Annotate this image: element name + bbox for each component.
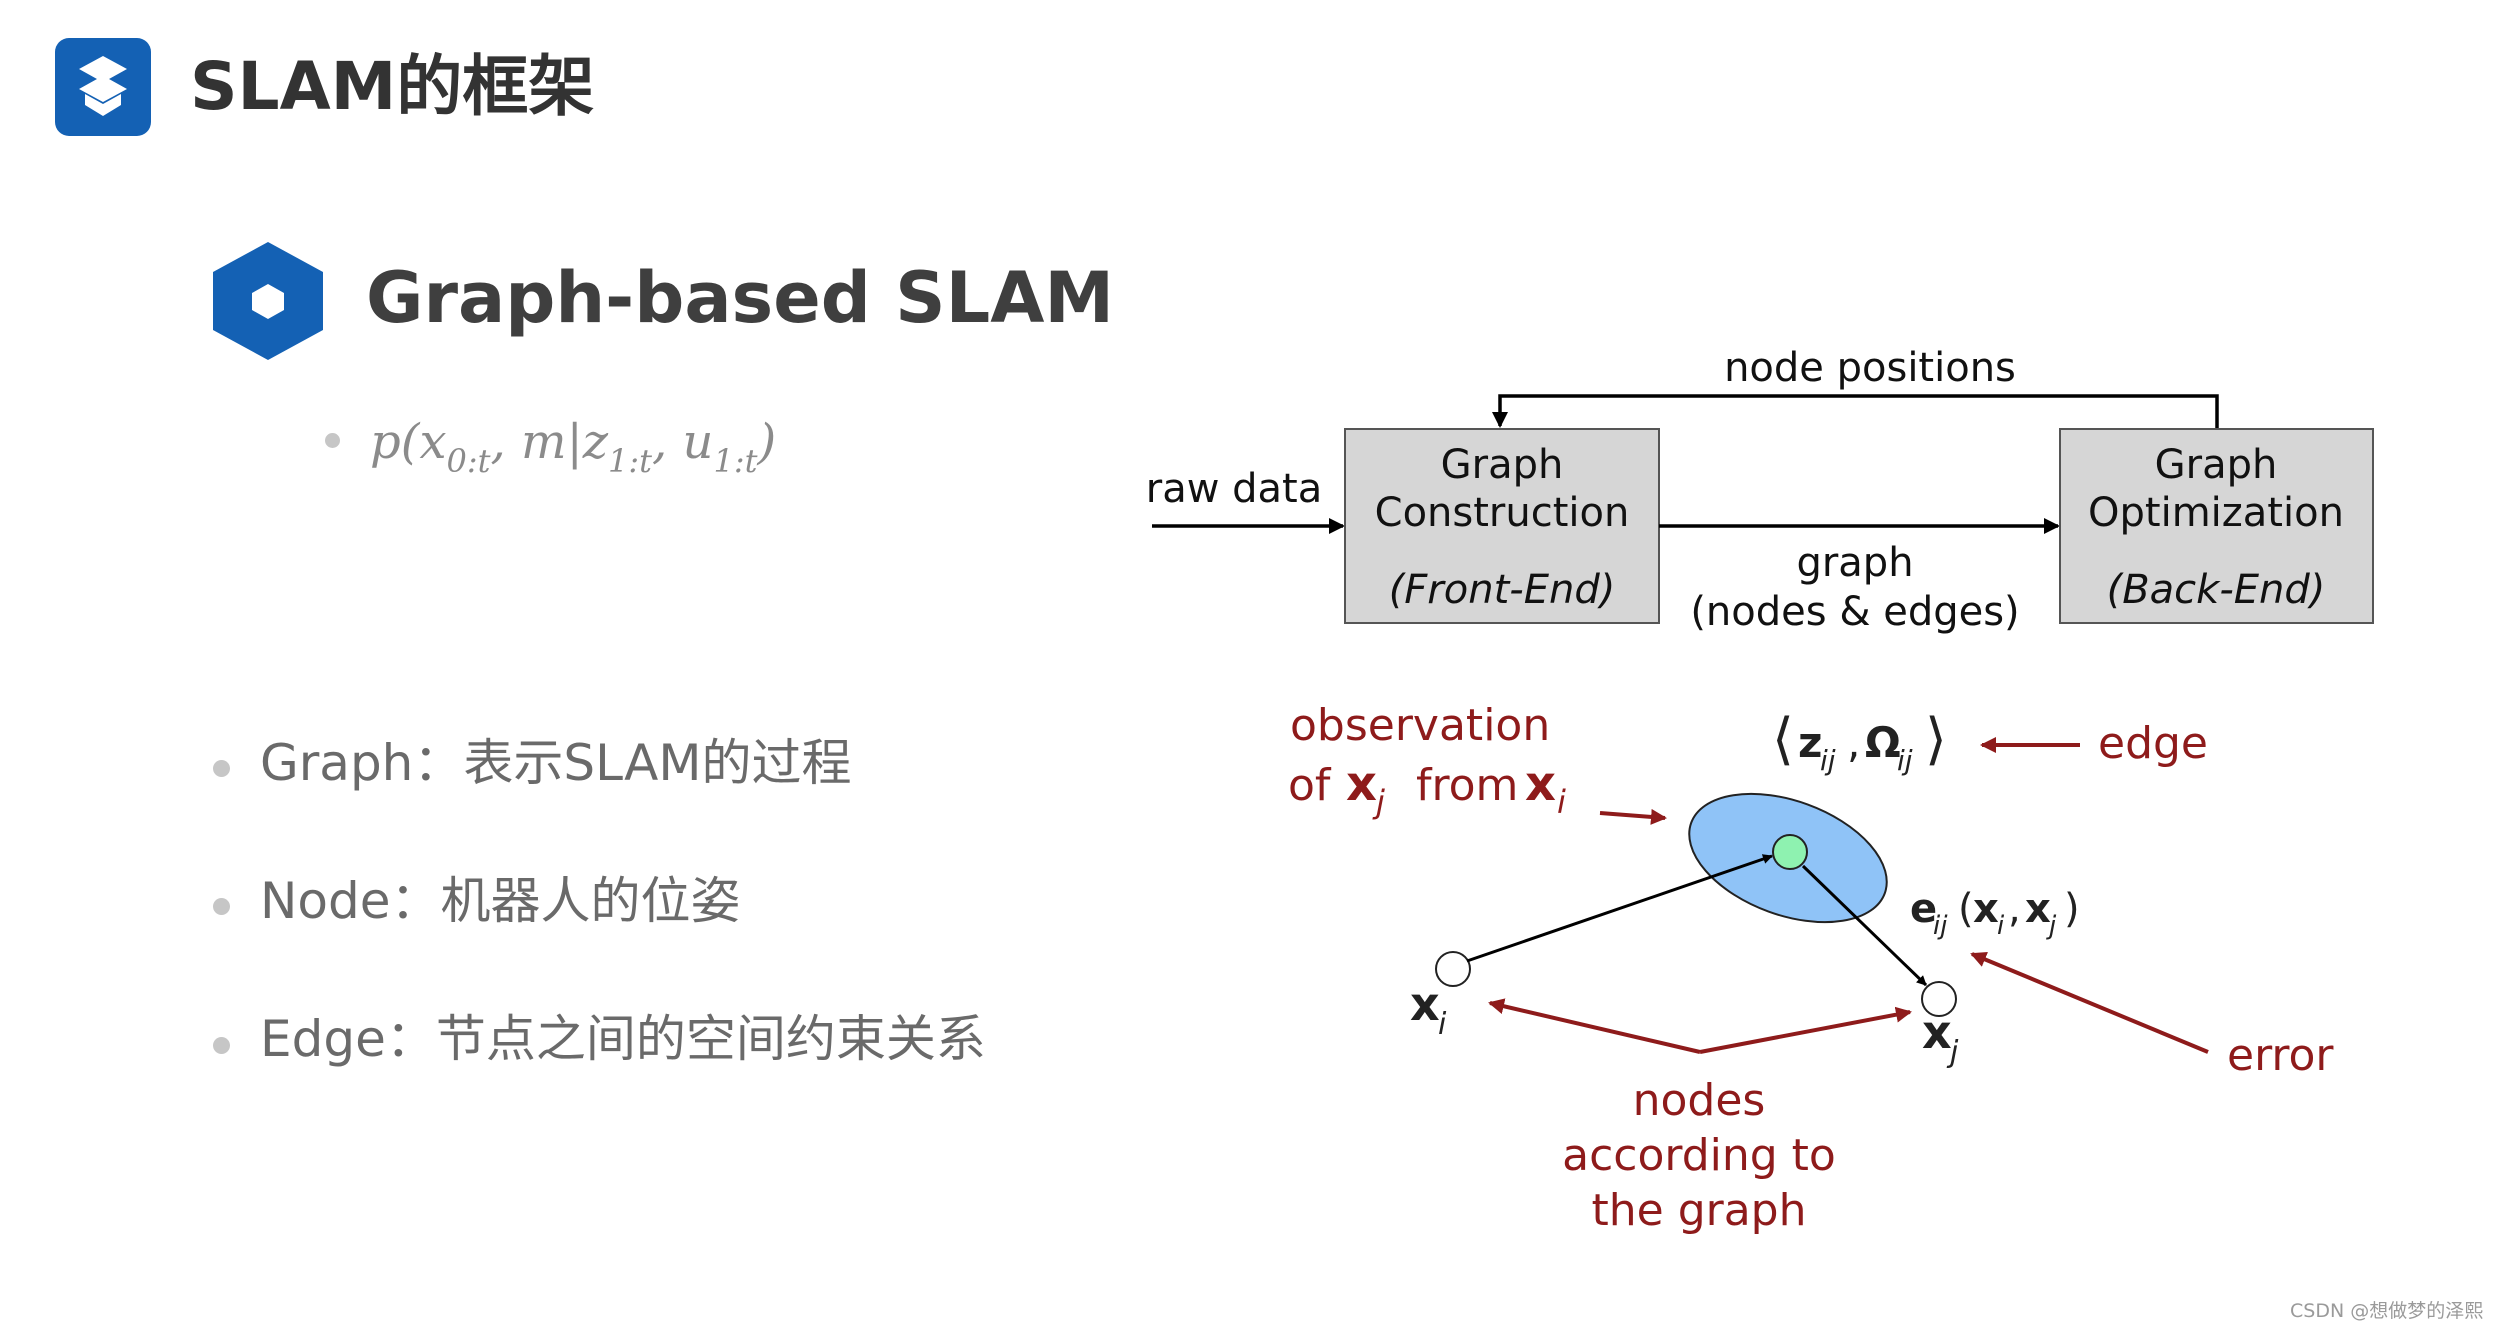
bullet-dot xyxy=(213,898,230,915)
observation-node xyxy=(1772,834,1808,870)
front-end-line1: Graph xyxy=(1441,442,1564,488)
svg-text:⟨: ⟨ xyxy=(1772,707,1794,772)
error-pointer-arrow xyxy=(1970,951,2209,1054)
svg-text:x: x xyxy=(1410,977,1440,1031)
app-logo xyxy=(55,38,151,136)
section-title: Graph-based SLAM xyxy=(366,257,1115,339)
input-label: raw data xyxy=(1146,466,1322,512)
nodes-pointer-arrow-right xyxy=(1699,1006,1912,1054)
bullet-graph: Graph：表示SLAM的过程 xyxy=(260,734,852,792)
svg-text:⟩: ⟩ xyxy=(1925,707,1947,772)
svg-text:ij: ij xyxy=(1897,744,1913,777)
nodes-pointer-arrow-left xyxy=(1488,998,1701,1054)
svg-text:Ω: Ω xyxy=(1865,718,1901,767)
svg-text:j: j xyxy=(1946,1035,1959,1070)
svg-text:,: , xyxy=(1847,718,1860,767)
error-formula: e ij ( x i , x j ) xyxy=(1910,886,2080,941)
observation-pointer-arrow xyxy=(1599,808,1667,825)
graph-label: graph xyxy=(1796,540,1913,586)
node-xj-label: x j xyxy=(1922,1005,1959,1070)
observation-label-line1: observation xyxy=(1290,700,1550,751)
page-title: SLAM的框架 xyxy=(190,48,595,125)
bullet-dot xyxy=(325,433,340,448)
graph-slam-diagram: node positions raw data Graph Constructi… xyxy=(1146,345,2374,1236)
node-xi xyxy=(1435,951,1471,987)
svg-text:): ) xyxy=(2064,886,2080,932)
svg-text:x: x xyxy=(1525,756,1556,812)
edge-formula: ⟨ z ij , Ω ij ⟩ xyxy=(1772,707,1947,777)
svg-text:(: ( xyxy=(1958,886,1974,932)
bullet-dot xyxy=(213,1037,230,1054)
observation-label-line2: of x j from x i xyxy=(1288,756,1566,821)
svg-text:of: of xyxy=(1288,760,1332,811)
hexagon-icon xyxy=(210,240,326,362)
svg-text:x: x xyxy=(1346,756,1377,812)
feedback-arrow xyxy=(1492,394,2219,429)
svg-text:from: from xyxy=(1416,760,1518,811)
front-end-box: Graph Construction (Front-End) xyxy=(1344,428,1660,624)
back-end-box: Graph Optimization (Back-End) xyxy=(2059,428,2374,624)
svg-text:e: e xyxy=(1910,886,1937,932)
back-end-role: (Back-End) xyxy=(2107,567,2326,613)
svg-text:j: j xyxy=(1372,783,1385,821)
graph-sublabel: (nodes & edges) xyxy=(1690,589,2019,635)
node-xj xyxy=(1921,981,1957,1017)
nodes-label-line3: the graph xyxy=(1592,1185,1807,1236)
edge-label: edge xyxy=(2098,718,2208,769)
node-xi-label: x i xyxy=(1410,977,1447,1042)
svg-text:x: x xyxy=(1973,886,1999,932)
svg-text:j: j xyxy=(2046,911,2057,941)
bullet-dot xyxy=(213,760,230,777)
back-end-line1: Graph xyxy=(2155,442,2278,488)
svg-text:ij: ij xyxy=(1933,911,1948,941)
svg-text:z: z xyxy=(1798,718,1822,767)
bullet-edge: Edge：节点之间的空间约束关系 xyxy=(260,1010,986,1068)
nodes-label-line1: nodes xyxy=(1633,1075,1766,1126)
probability-formula: p(x0:t, m|z1:t, u1:t) xyxy=(370,414,777,480)
observation-arrow xyxy=(1466,854,1773,963)
svg-text:ij: ij xyxy=(1820,744,1836,777)
feedback-label: node positions xyxy=(1724,345,2016,391)
front-end-role: (Front-End) xyxy=(1389,567,1616,613)
svg-text:i: i xyxy=(1557,783,1566,821)
front-end-line2: Construction xyxy=(1375,490,1630,536)
bullet-node: Node：机器人的位姿 xyxy=(260,872,741,930)
back-end-line2: Optimization xyxy=(2088,490,2344,536)
svg-text:x: x xyxy=(2025,886,2051,932)
svg-text:i: i xyxy=(1438,1007,1447,1042)
svg-text:x: x xyxy=(1922,1005,1952,1059)
watermark: CSDN @想做梦的泽熙 xyxy=(2290,1300,2484,1322)
nodes-label-line2: according to xyxy=(1562,1130,1836,1181)
error-arrow xyxy=(1801,864,1928,987)
svg-text:,: , xyxy=(2008,886,2021,932)
logo-icon xyxy=(79,56,127,116)
error-label: error xyxy=(2227,1030,2334,1081)
svg-text:i: i xyxy=(1997,911,2005,941)
